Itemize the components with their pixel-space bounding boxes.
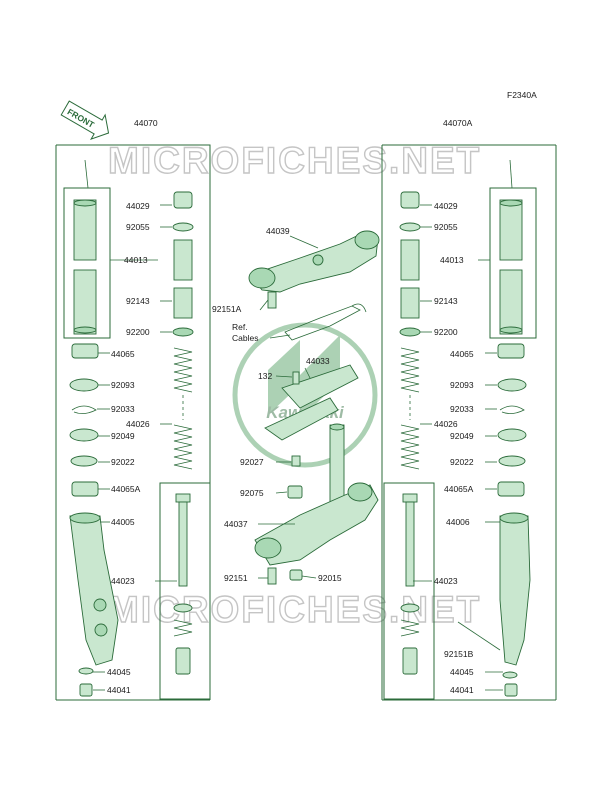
label-132: 132 [258,371,272,381]
label-l-44045: 44045 [107,667,131,677]
label-l-44005: 44005 [111,517,135,527]
label-l-44013: 44013 [124,255,148,265]
label-r-44045: 44045 [450,667,474,677]
label-r-44013: 44013 [440,255,464,265]
watermark-bottom: MICROFICHES.NET [108,589,481,630]
label-44033: 44033 [306,356,330,366]
left-tube-box [63,187,111,339]
label-r-44065A: 44065A [444,484,474,494]
figure-code: F2340A [507,90,537,100]
label-44039: 44039 [266,226,290,236]
label-l-92200: 92200 [126,327,150,337]
label-92151A: 92151A [212,304,242,314]
label-l-44029: 44029 [126,201,150,211]
watermark-top: MICROFICHES.NET [108,140,481,181]
label-ref: Ref. [232,322,248,332]
label-r-92093: 92093 [450,380,474,390]
label-r-44026: 44026 [434,419,458,429]
label-92027: 92027 [240,457,264,467]
label-44070A: 44070A [443,118,473,128]
label-r-44029: 44029 [434,201,458,211]
label-r-44065: 44065 [450,349,474,359]
label-l-44023: 44023 [111,576,135,586]
right-labels: 44029 92055 44013 92143 92200 44065 9209… [434,201,474,695]
label-l-44041: 44041 [107,685,131,695]
label-r-92049: 92049 [450,431,474,441]
label-l-92049: 92049 [111,431,135,441]
label-92151: 92151 [224,573,248,583]
left-fork-parts [69,159,194,697]
label-44070: 44070 [134,118,158,128]
right-fork-parts [399,159,531,697]
label-r-44006: 44006 [446,517,470,527]
center-leader-lines [258,235,319,579]
center-labels: 44039 92151A Ref. Cables 44033 132 92027… [212,226,342,583]
left-labels: 44029 92055 44013 92143 92200 44065 9209… [107,201,150,695]
label-l-44065A: 44065A [111,484,141,494]
label-r-44023: 44023 [434,576,458,586]
label-r-92033: 92033 [450,404,474,414]
right-damper-box [383,482,435,700]
label-cables: Cables [232,333,258,343]
label-l-92143: 92143 [126,296,150,306]
right-tube-box [489,187,537,339]
label-r-92022: 92022 [450,457,474,467]
label-r-44041: 44041 [450,685,474,695]
label-44037: 44037 [224,519,248,529]
left-damper-box [159,482,211,700]
label-92075: 92075 [240,488,264,498]
label-r-92200: 92200 [434,327,458,337]
label-l-44065: 44065 [111,349,135,359]
label-l-92093: 92093 [111,380,135,390]
label-l-92022: 92022 [111,457,135,467]
label-l-92033: 92033 [111,404,135,414]
right-leader-lines [413,204,503,691]
left-leader-lines [93,204,177,691]
label-r-92151B: 92151B [444,649,474,659]
label-l-92055: 92055 [126,222,150,232]
label-l-44026: 44026 [126,419,150,429]
label-r-92055: 92055 [434,222,458,232]
center-parts [248,230,380,585]
front-arrow-icon: FRONT [60,100,110,141]
label-92015: 92015 [318,573,342,583]
label-r-92143: 92143 [434,296,458,306]
